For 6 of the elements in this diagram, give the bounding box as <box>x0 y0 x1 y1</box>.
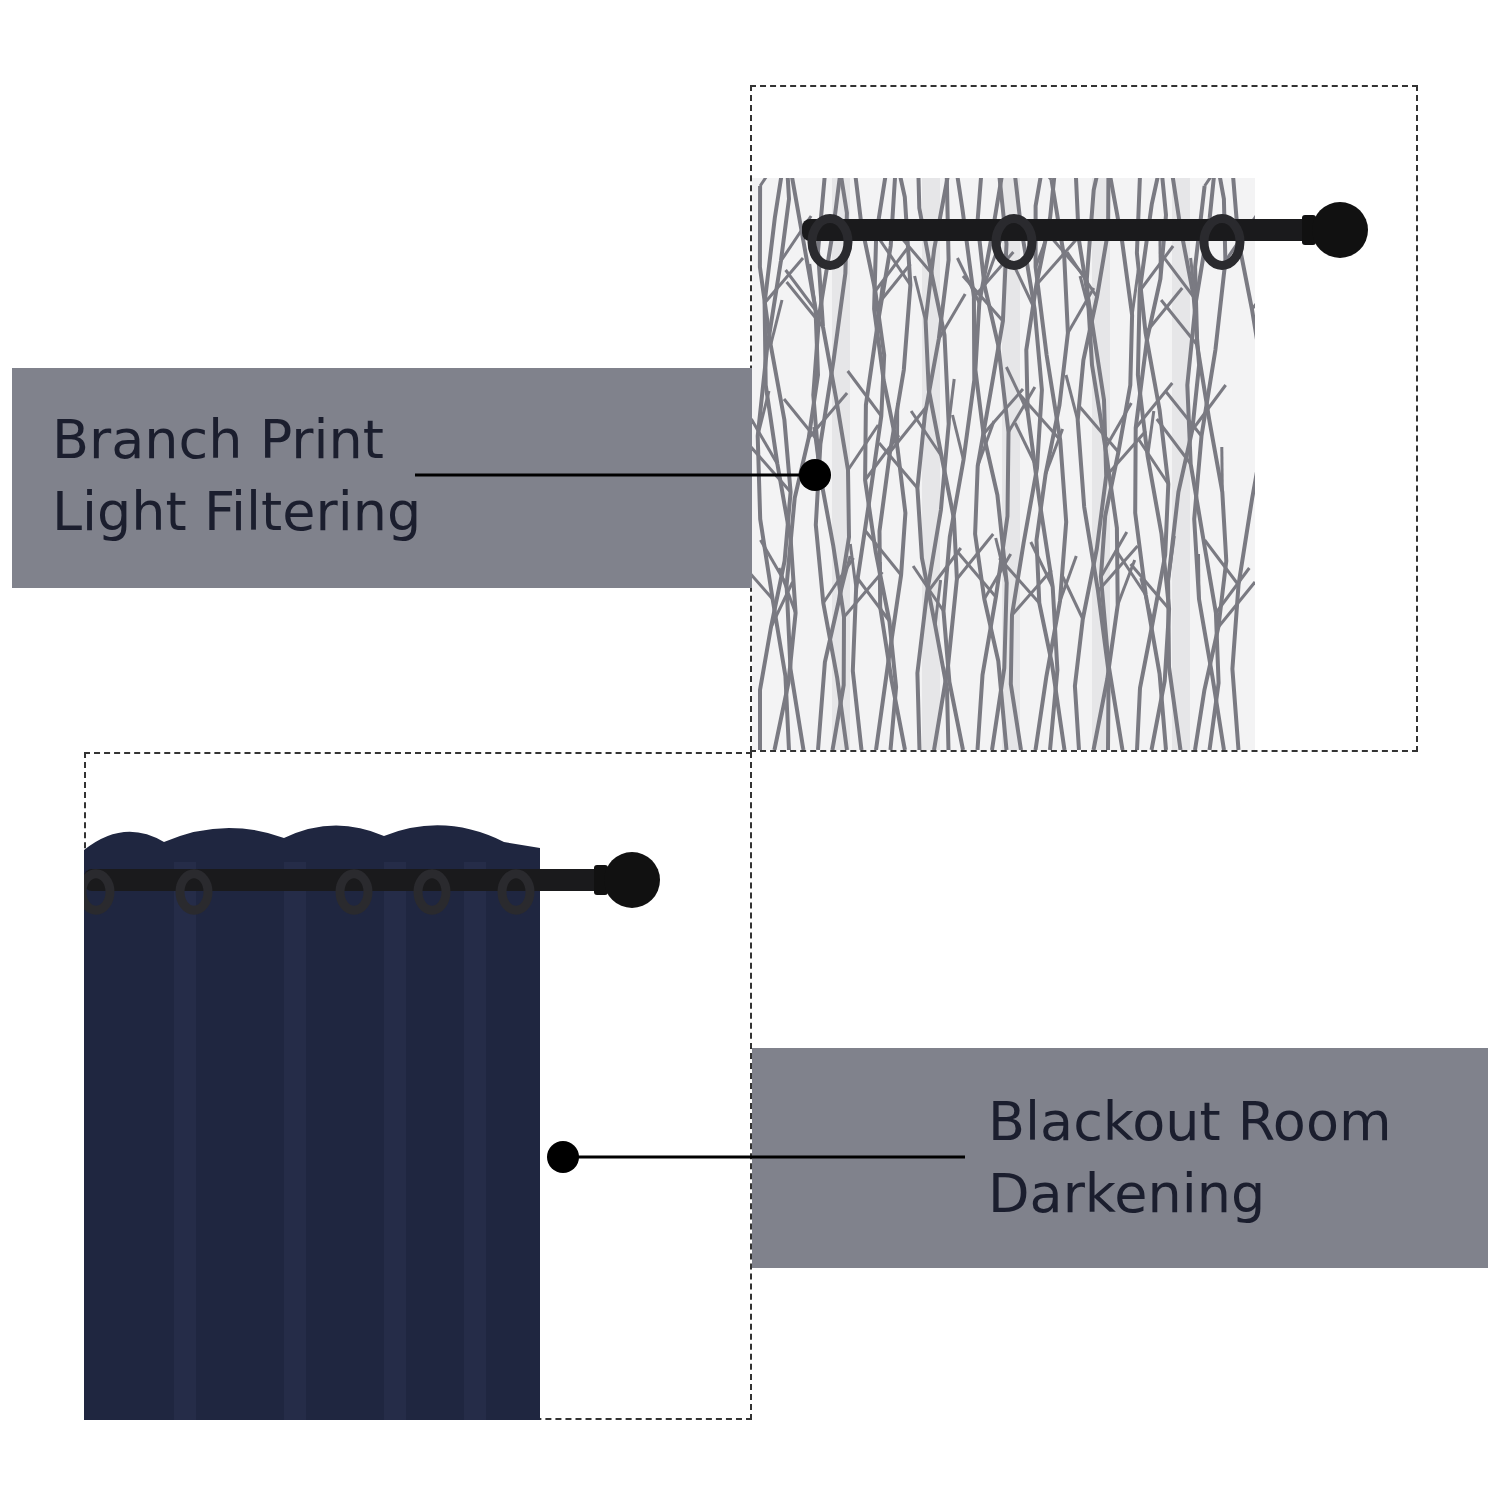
label-band <box>12 368 752 588</box>
feature-label: Blackout Room Darkening <box>988 1089 1393 1227</box>
leader-line <box>547 1141 965 1173</box>
leader-line <box>415 459 831 491</box>
feature-label: Branch Print Light Filtering <box>52 407 423 545</box>
label-band <box>752 1048 1488 1268</box>
